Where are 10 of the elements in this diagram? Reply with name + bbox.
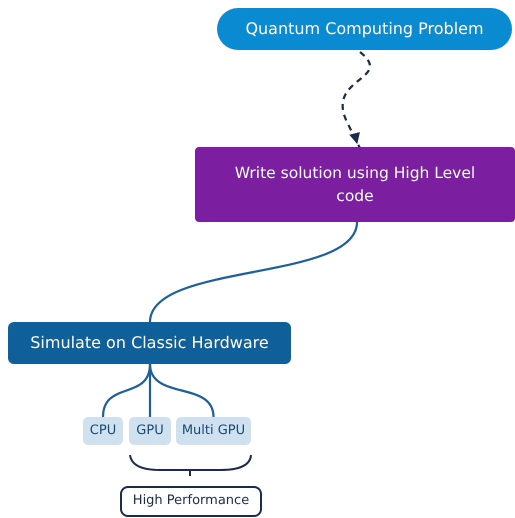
process-box: Simulate on Classic Hardware (8, 322, 291, 364)
connector-line (148, 364, 215, 418)
hardware-tag: GPU (129, 417, 171, 445)
connector-line (148, 222, 358, 322)
hardware-tag: CPU (83, 417, 123, 445)
outlined-box: High Performance (120, 486, 262, 517)
hardware-tag: Multi GPU (176, 417, 251, 445)
process-box: Write solution using High Level code (195, 147, 515, 222)
arrow (342, 51, 371, 148)
process-box: Quantum Computing Problem (217, 8, 512, 50)
